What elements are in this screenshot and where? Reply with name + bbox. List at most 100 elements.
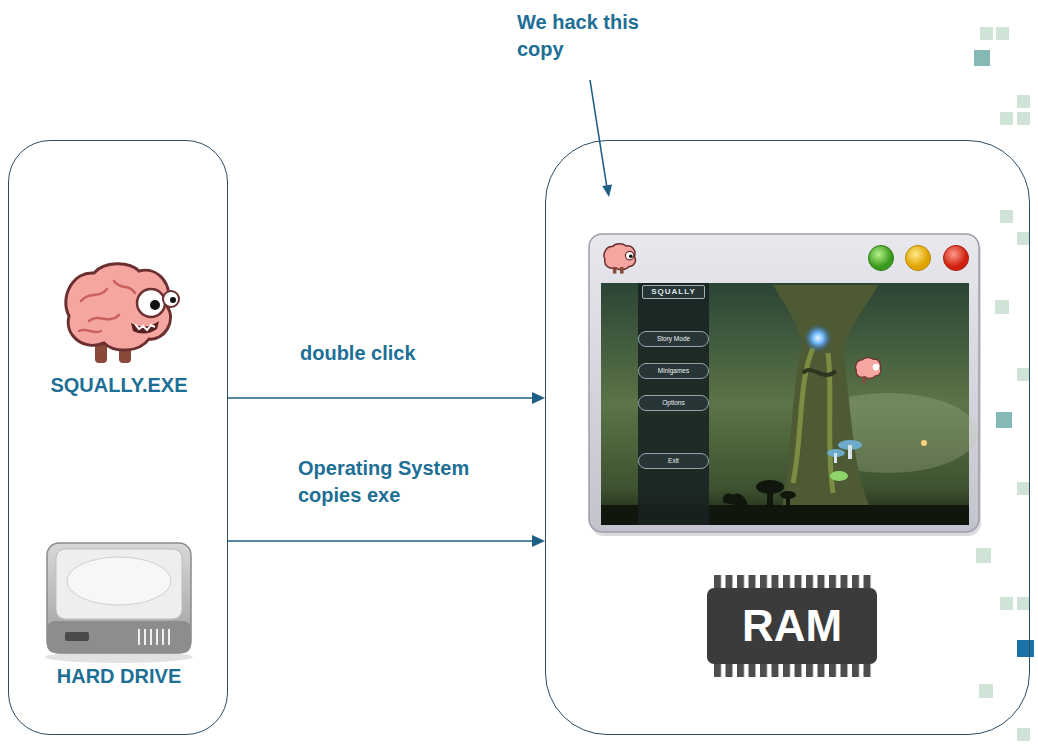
brain-icon xyxy=(163,291,179,307)
decor-square-teal xyxy=(996,412,1012,428)
game-screenshot xyxy=(723,493,748,507)
brain-icon xyxy=(66,264,171,350)
decor-square-light xyxy=(1017,112,1030,125)
window-frame xyxy=(589,234,979,532)
exe-panel: SQUALLY.EXE HARD DRIVE xyxy=(8,140,228,735)
decor-square-light xyxy=(979,684,993,698)
arrowhead xyxy=(532,535,545,547)
game-screenshot xyxy=(804,324,832,352)
title-brain-icon xyxy=(604,244,635,270)
ram-chip xyxy=(714,662,875,677)
decor-square-light xyxy=(1017,597,1030,610)
title-brain-icon xyxy=(625,251,633,259)
game-screenshot xyxy=(863,376,866,383)
brain-icon xyxy=(137,289,165,317)
hard-drive-icon xyxy=(156,629,158,645)
brain-icon xyxy=(150,300,160,310)
decor-square-light xyxy=(976,548,991,563)
menu-button: Minigames xyxy=(638,363,709,379)
decor-square-blue xyxy=(1017,640,1034,657)
menu-button: Exit xyxy=(638,453,709,469)
ram-chip xyxy=(707,588,877,664)
connector-arrow xyxy=(228,535,545,547)
hard-drive-icon xyxy=(144,629,146,645)
decor-square-light xyxy=(976,27,1030,741)
decor-square-light xyxy=(1017,482,1030,495)
leader-line xyxy=(590,80,607,188)
decor-square-light xyxy=(996,27,1009,40)
brain-icon xyxy=(170,297,176,303)
decor-square-light xyxy=(995,300,1009,314)
hard-drive-icon xyxy=(150,629,152,645)
game-screenshot xyxy=(830,471,848,481)
hard-drive-icon xyxy=(138,629,140,645)
hard-drive-icon xyxy=(47,543,191,653)
game-window-illustration xyxy=(588,233,983,538)
game-screenshot xyxy=(848,445,852,459)
window-buttons xyxy=(944,246,969,271)
file-name: SQUALLY.EXE xyxy=(9,371,229,399)
game-screenshot xyxy=(803,370,836,375)
hard-drive-icon xyxy=(47,621,191,653)
hard-drive-icon xyxy=(45,543,193,663)
edge-label: Operating System copies exe xyxy=(298,455,498,509)
decor-square-light xyxy=(1000,112,1013,125)
game-screenshot xyxy=(767,487,773,507)
decor-square-light xyxy=(1000,210,1013,223)
decor-square-light xyxy=(980,27,993,40)
connector-line xyxy=(228,397,535,399)
window-buttons xyxy=(906,246,931,271)
arrowhead xyxy=(532,392,545,404)
hard-drive-icon xyxy=(65,632,89,641)
brain-icon xyxy=(135,324,155,330)
ram-chip xyxy=(714,575,875,590)
brain-icon xyxy=(79,281,135,332)
decor-square-light xyxy=(1017,95,1030,108)
game-screenshot xyxy=(834,445,852,463)
game-screenshot xyxy=(773,285,878,525)
window-frame xyxy=(589,234,981,536)
game-screenshot xyxy=(921,440,927,446)
window-buttons xyxy=(869,246,969,271)
drive-label: HARD DRIVE xyxy=(9,662,229,690)
hard-drive-icon xyxy=(168,629,170,645)
decor-square-light xyxy=(1017,728,1030,741)
brain-icon xyxy=(131,321,159,334)
game-screenshot xyxy=(601,283,978,525)
game-screenshot xyxy=(856,358,881,384)
game-screenshot xyxy=(856,358,881,379)
title-brain-icon xyxy=(613,267,617,274)
game-screenshot xyxy=(827,440,862,457)
decor-square-light xyxy=(1017,368,1030,381)
menu-button: Options xyxy=(638,395,709,411)
edge-label: double click xyxy=(300,340,500,367)
window-buttons xyxy=(869,246,894,271)
game-window: SQUALLYStory ModeMinigamesOptionsExit xyxy=(588,233,983,538)
leader-arrowhead xyxy=(602,184,612,197)
game-screenshot xyxy=(638,283,709,525)
hard-drive-icon xyxy=(67,557,171,605)
game-screenshot xyxy=(873,364,880,371)
title-brain-icon xyxy=(629,254,633,258)
game-title-banner: SQUALLY xyxy=(642,285,705,299)
title-brain-icon xyxy=(620,267,624,274)
brain-icon xyxy=(66,264,179,363)
decor-square-light xyxy=(1017,232,1030,245)
game-screenshot xyxy=(723,480,796,507)
hard-drive-icon xyxy=(139,629,169,645)
title-brain-icon xyxy=(604,244,635,274)
connector-arrow xyxy=(228,392,545,404)
callout-note: We hack this copy xyxy=(517,9,667,63)
decor-square-teal xyxy=(974,50,990,66)
hard-drive-icon xyxy=(162,629,164,645)
connector-line xyxy=(228,540,535,542)
ram-chip xyxy=(707,575,877,677)
exe-illustration xyxy=(9,141,229,736)
game-screenshot xyxy=(834,453,837,463)
ram-label: RAM xyxy=(707,588,877,664)
hard-drive-icon xyxy=(56,549,182,619)
game-screenshot xyxy=(786,495,790,507)
decor-square-light xyxy=(1000,597,1013,610)
ram-panel: RAM xyxy=(545,140,1030,735)
